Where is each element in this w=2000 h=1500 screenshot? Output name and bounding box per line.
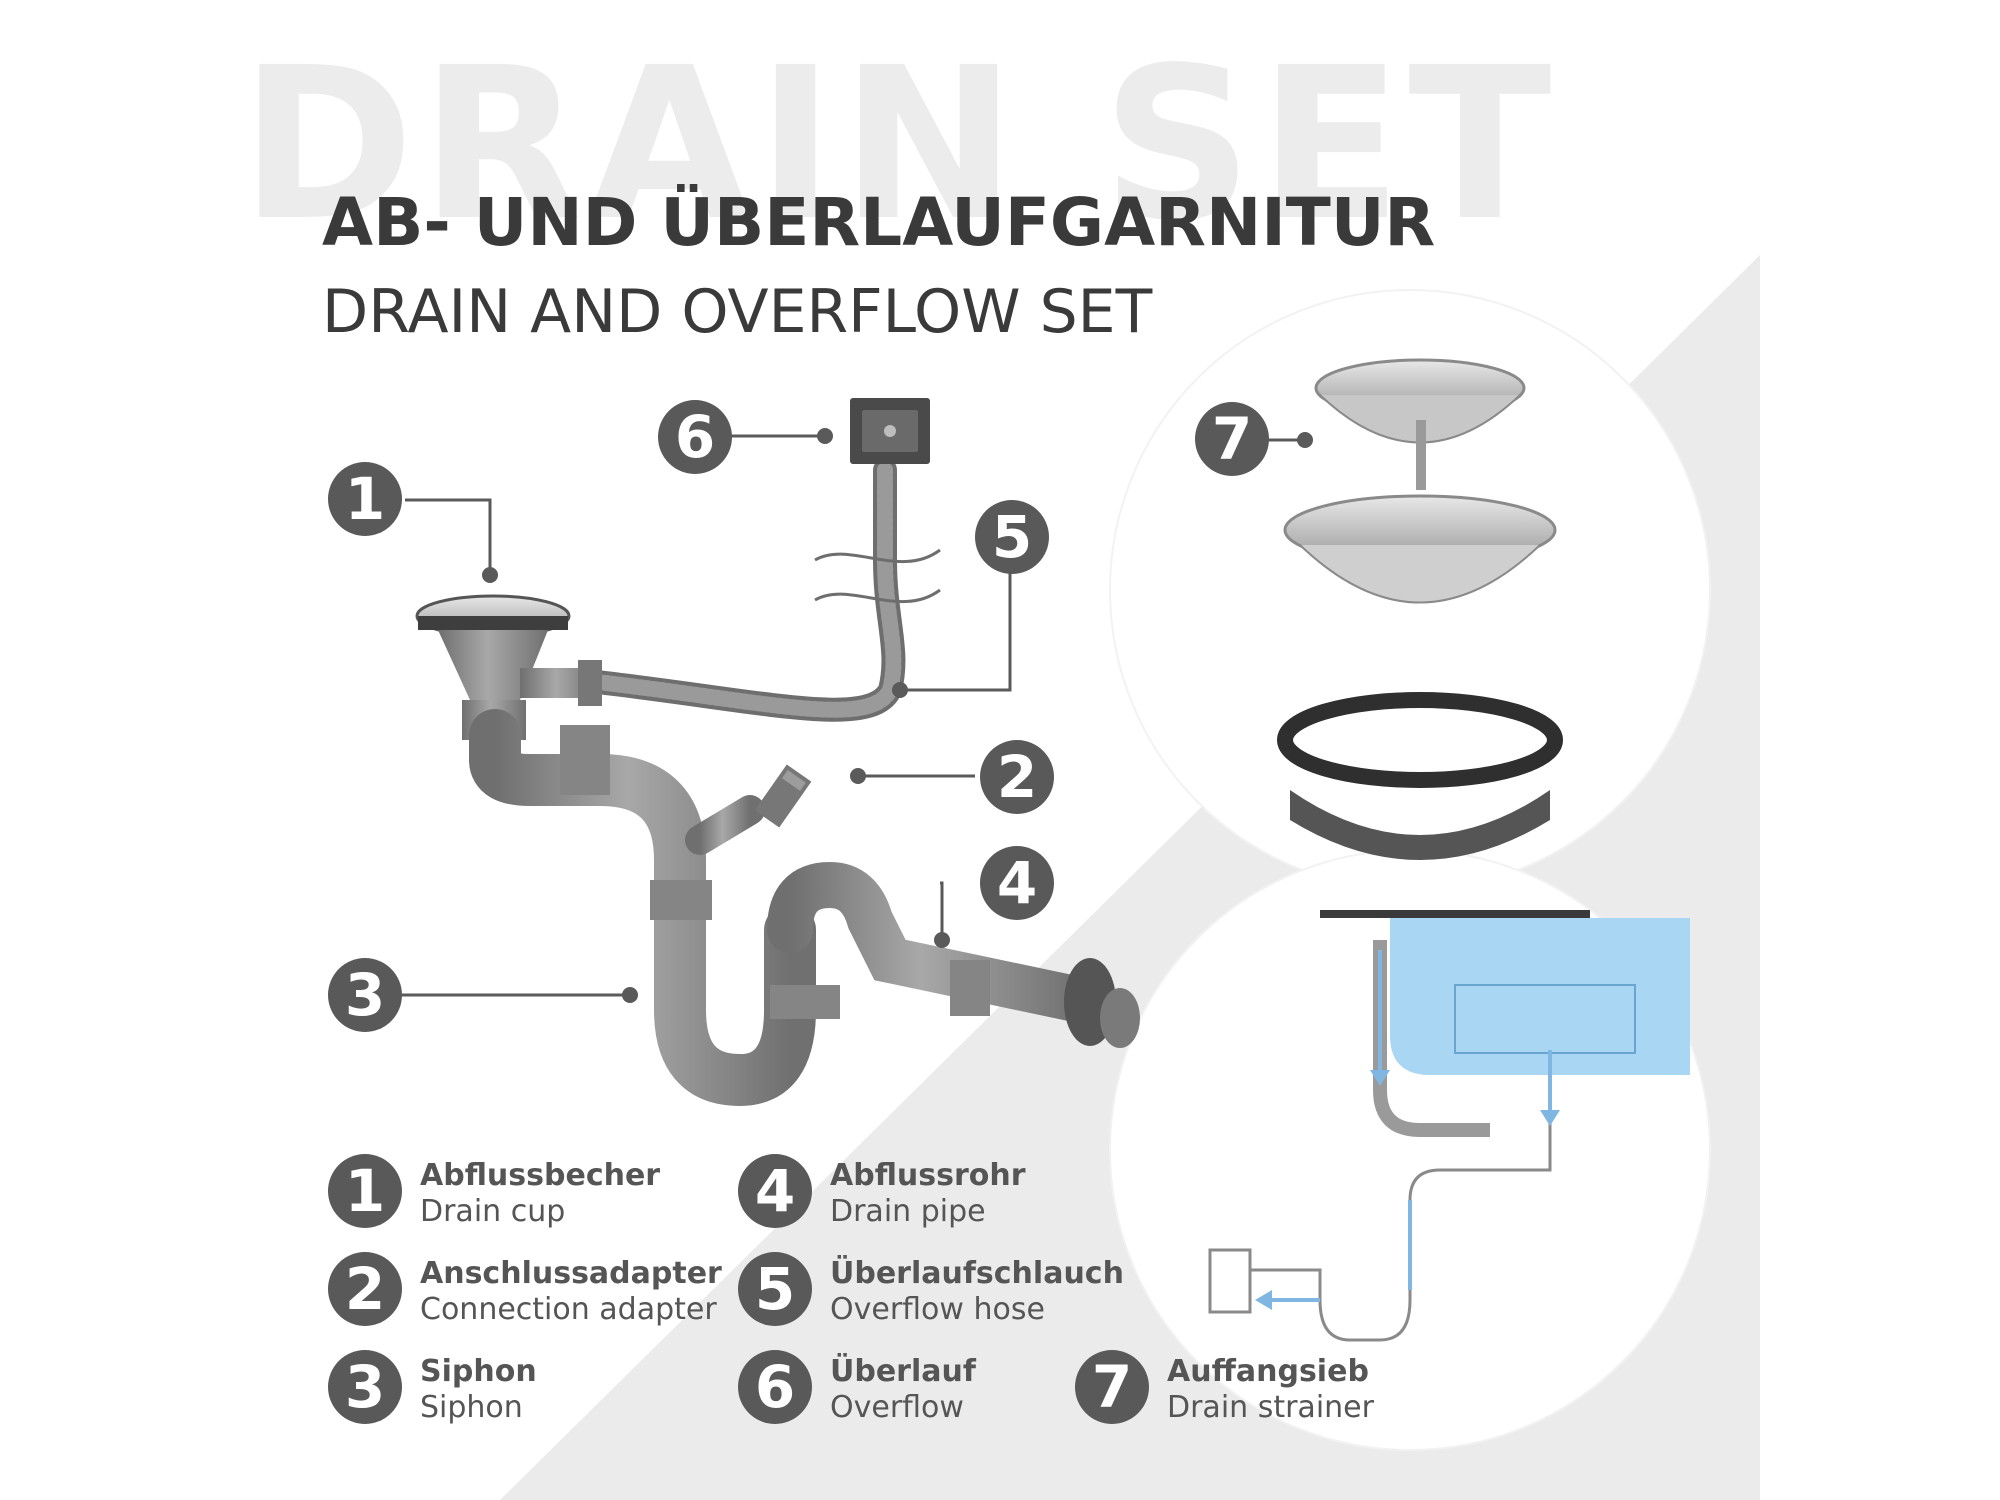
legend-label-en: Connection adapter [420,1292,717,1327]
callout-1-badge: 1 [328,462,402,536]
siphon [469,709,816,1107]
drain-strainer-parts [1277,358,1563,860]
legend-number-badge: 5 [738,1252,812,1326]
installation-diagram [1208,910,1690,1353]
legend-label-de: Siphon [420,1354,537,1389]
legend-number-badge: 1 [328,1154,402,1228]
legend-number-badge: 6 [738,1350,812,1424]
connection-adapter [754,764,812,828]
legend-label-en: Drain cup [420,1194,566,1229]
legend-label-de: Abflussrohr [830,1158,1026,1193]
legend-label-en: Drain pipe [830,1194,986,1229]
legend-number-badge: 2 [328,1252,402,1326]
page-title-english: DRAIN AND OVERFLOW SET [322,277,1153,347]
callout-4-badge: 4 [980,846,1054,920]
page-title-german: AB- UND ÜBERLAUFGARNITUR [322,184,1436,261]
callout-leader-dots [482,428,1313,1003]
legend-label-de: Abflussbecher [420,1158,661,1193]
callout-2-badge: 2 [980,740,1054,814]
drain-cup [415,594,602,740]
callout-3-badge: 3 [328,958,402,1032]
overflow-cover [850,398,930,464]
legend-label-de: Überlauf [830,1354,976,1389]
legend-label-de: Überlaufschlauch [830,1256,1124,1291]
callout-7-badge: 7 [1195,402,1269,476]
legend-label-de: Auffangsieb [1167,1354,1369,1389]
legend-number-badge: 7 [1075,1350,1149,1424]
legend-label-en: Overflow hose [830,1292,1045,1327]
legend-label-en: Overflow [830,1390,964,1425]
callout-5-badge: 5 [975,500,1049,574]
legend-label-de: Anschlussadapter [420,1256,722,1291]
drain-pipe [767,861,1140,1048]
callout-6-badge: 6 [658,400,732,474]
legend-label-en: Drain strainer [1167,1390,1374,1425]
legend-label-en: Siphon [420,1390,523,1425]
legend-number-badge: 3 [328,1350,402,1424]
legend-number-badge: 4 [738,1154,812,1228]
background-watermark-word: DRAIN SET [240,22,1558,267]
overflow-hose [568,458,941,722]
